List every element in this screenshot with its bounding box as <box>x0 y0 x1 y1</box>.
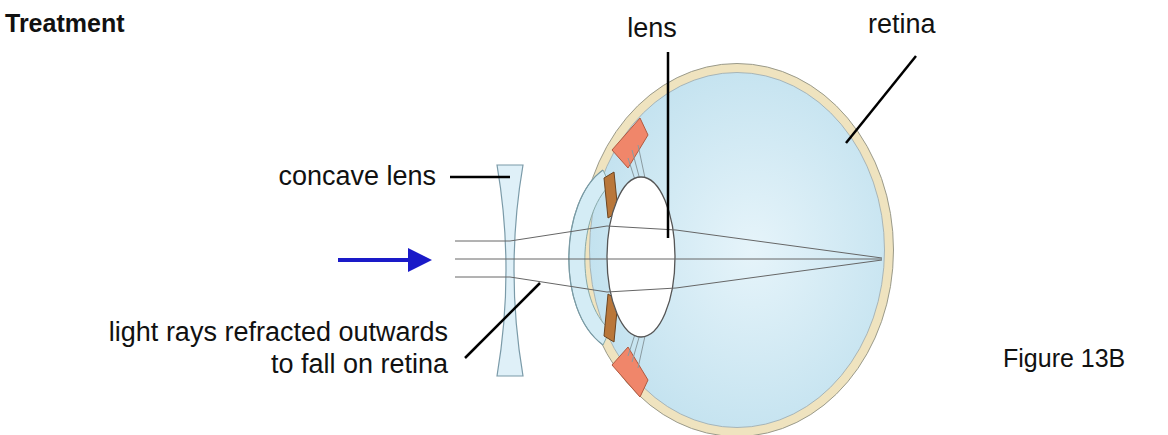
callout-label: light rays refracted outwards to fall on… <box>103 316 448 381</box>
ciliary-muscle <box>612 347 648 397</box>
sclera-outline <box>581 64 894 435</box>
part-label: retina <box>868 8 936 40</box>
eyeball <box>585 68 889 432</box>
ciliary-muscle <box>612 118 648 168</box>
part-label: lens <box>627 12 677 44</box>
title-label: Treatment <box>5 8 124 38</box>
figure-label: Figure 13B <box>1003 343 1125 373</box>
cornea-edge <box>569 170 603 345</box>
cornea <box>569 170 610 345</box>
retina-layer <box>590 73 885 428</box>
eye-lens <box>607 177 675 337</box>
concave-lens <box>497 165 523 376</box>
part-label: concave lens <box>278 160 436 192</box>
light-direction-arrow <box>338 258 420 262</box>
leader-line <box>450 52 916 358</box>
